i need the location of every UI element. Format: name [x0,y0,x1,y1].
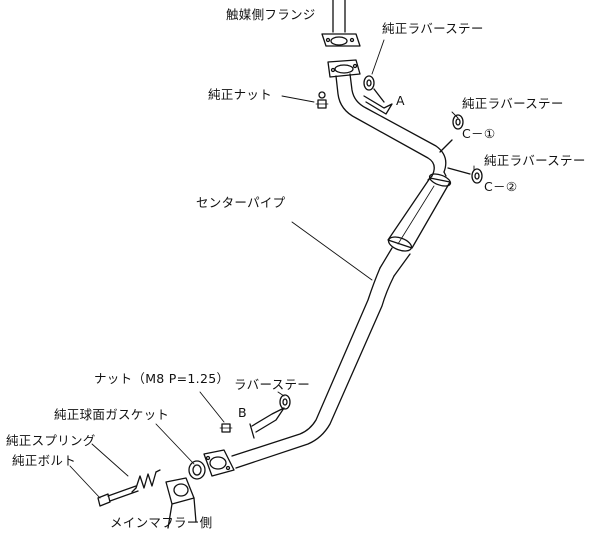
label-oem-bolt: 純正ボルト [12,453,77,468]
label-oem-gasket: 純正球面ガスケット [54,407,170,422]
label-point-b: B [238,405,247,420]
muffler-side-flange [165,477,197,529]
oem-nut-part [315,91,329,109]
bracket-c2 [447,167,483,184]
label-rubber-stay-c2: 純正ラバーステー [484,153,586,168]
catalyst-flange [321,0,361,47]
label-oem-nut: 純正ナット [208,87,273,102]
label-rubber-stay-top: 純正ラバーステー [382,21,484,36]
oem-bolt-part [97,485,139,507]
label-point-c2: C－② [484,179,518,194]
spherical-gasket-part [188,460,206,480]
bracket-c1 [439,114,464,153]
rubber-stay-a [363,75,393,115]
label-center-pipe: センターパイプ [196,195,286,210]
label-rubber-stay-b: ラバーステー [234,377,311,392]
m8-nut-part [219,423,233,433]
label-oem-spring: 純正スプリング [6,433,96,448]
rubber-stay-b [249,394,291,439]
label-catalyst-flange: 触媒側フランジ [226,7,316,22]
center-pipe [203,59,452,477]
oem-spring-part [131,469,161,493]
label-point-a: A [396,93,405,108]
label-nut-spec: ナット（M8 P=1.25） [94,371,230,386]
label-rubber-stay-c1: 純正ラバーステー [462,96,564,111]
leader-lines [69,39,475,499]
label-main-muffler-side: メインマフラー側 [110,515,213,530]
label-point-c1: C－① [462,126,496,141]
